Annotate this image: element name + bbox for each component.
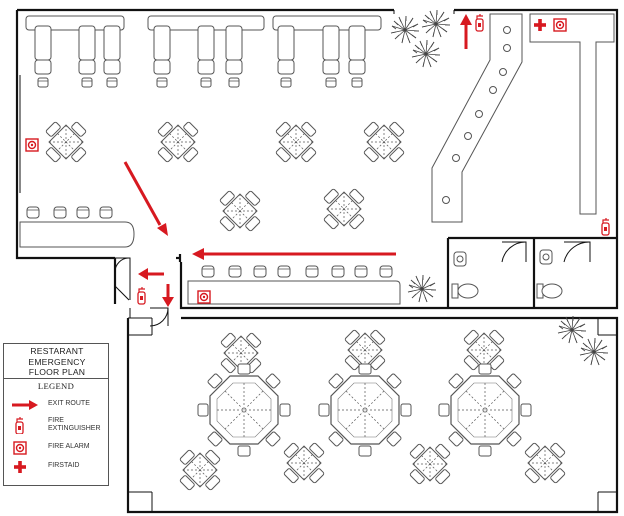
- legend-divider: [4, 378, 108, 379]
- legend-heading: LEGEND: [37, 381, 75, 391]
- legend-item-first-aid: FIRSTAID: [10, 458, 108, 476]
- first-aid-cross-icon: [14, 461, 26, 473]
- fire-alarm-icon: [13, 441, 27, 455]
- exit-route-arrow: [192, 248, 396, 260]
- exit-route-arrows: [123, 14, 472, 307]
- exit-route-arrow: [123, 161, 168, 236]
- restrooms: [451, 249, 563, 299]
- exit-route-arrow: [162, 284, 174, 307]
- legend-item-fire-extinguisher: FIRE EXTINGUISHER: [10, 416, 108, 434]
- plan-title-line: EMERGENCY: [28, 356, 86, 367]
- legend-label: FIRE EXTINGUISHER: [48, 417, 101, 432]
- exit-route-arrow: [12, 400, 38, 410]
- lower-tables: [168, 318, 577, 502]
- bar-counter: [431, 13, 523, 223]
- plan-title: RESTARANT EMERGENCY FLOOR PLAN: [4, 346, 110, 378]
- booth-group: [25, 15, 382, 88]
- back-counter: [529, 13, 615, 215]
- walls: [15, 8, 619, 514]
- legend-label: EXIT ROUTE: [48, 400, 90, 407]
- exit-route-arrow: [460, 14, 472, 49]
- exit-route-arrow: [138, 268, 164, 280]
- legend-panel: RESTARANT EMERGENCY FLOOR PLAN LEGEND EX…: [3, 343, 109, 486]
- bottom-bar: [187, 265, 401, 305]
- left-counter: [19, 206, 135, 248]
- legend-label: FIRSTAID: [48, 462, 80, 469]
- plan-title-line: FLOOR PLAN: [28, 367, 86, 377]
- legend-item-exit-route: EXIT ROUTE: [10, 396, 108, 414]
- fire-extinguisher-icon: [15, 417, 24, 434]
- legend-item-fire-alarm: FIRE ALARM: [10, 439, 108, 457]
- plan-title-line: RESTARANT: [30, 346, 84, 356]
- legend-label: FIRE ALARM: [48, 443, 90, 450]
